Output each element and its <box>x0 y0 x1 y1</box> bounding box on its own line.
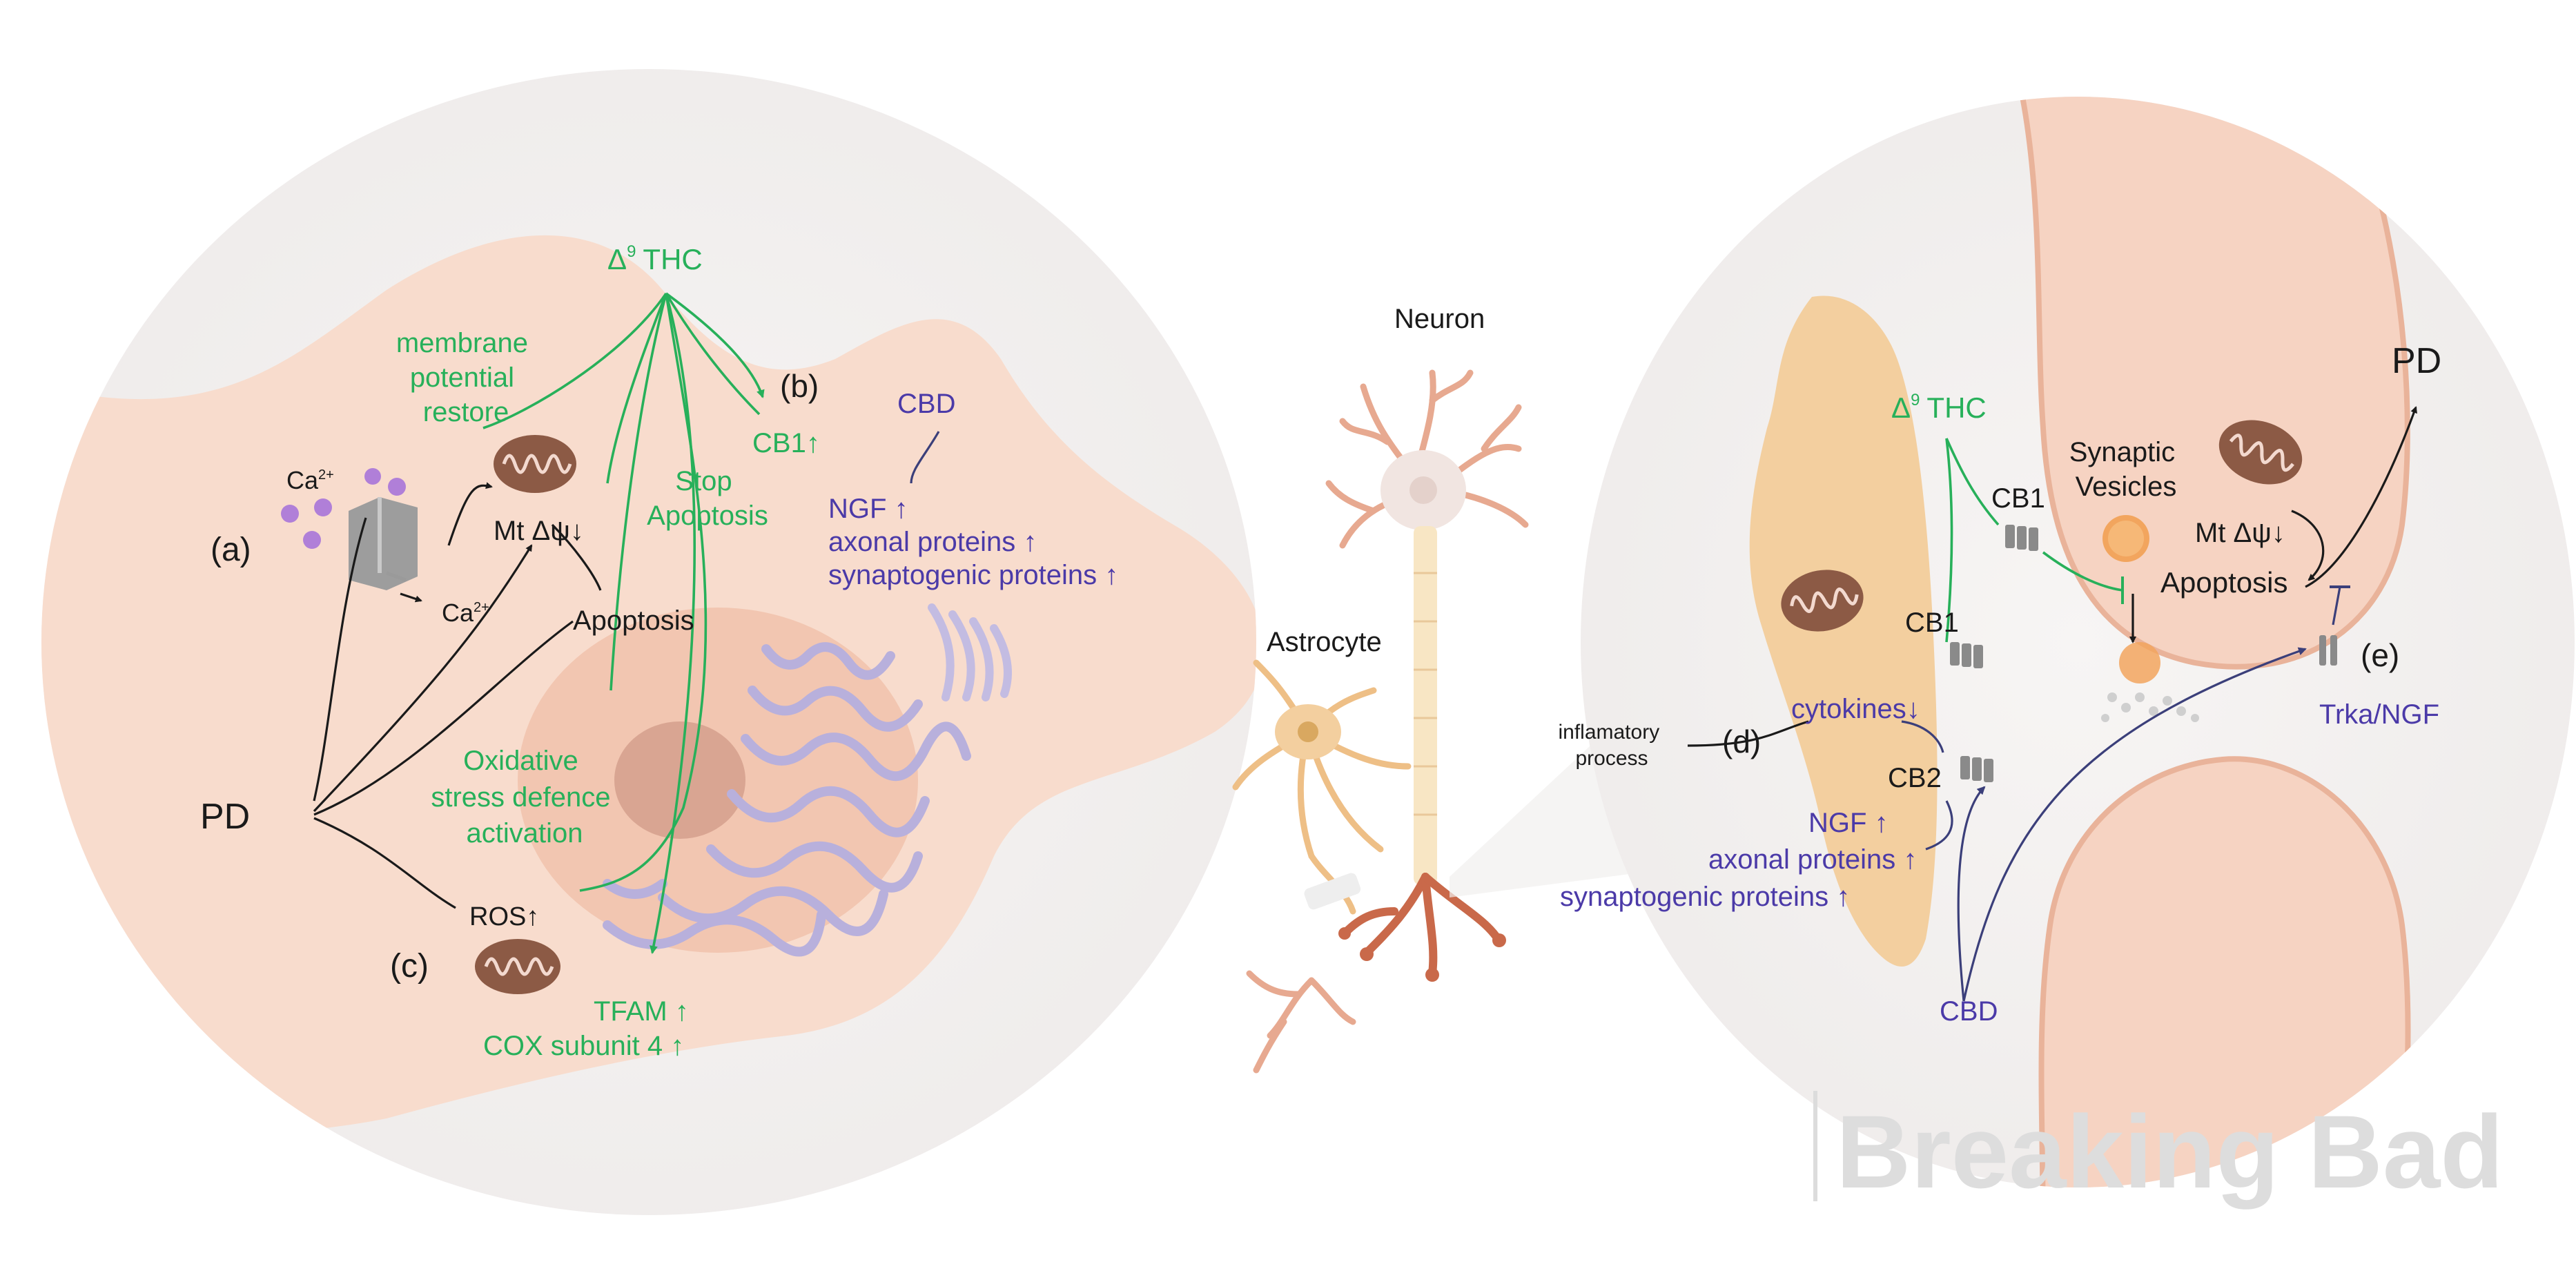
right-cbd-arrows <box>1687 585 2350 1002</box>
golgi-apparatus <box>928 603 1012 701</box>
cb1-receptor-icon <box>2005 525 2038 551</box>
astrocyte-label: Astrocyte <box>1267 627 1382 657</box>
label-c: (c) <box>390 948 429 985</box>
cbd-label-left: CBD <box>897 389 955 419</box>
pd-arrows <box>313 482 602 909</box>
trka-receptor-icon <box>2319 635 2337 666</box>
inflamatory-process-label: inflamatory process <box>1558 721 1665 770</box>
oxidative-stress-label: Oxidative stress defence activation <box>431 746 618 849</box>
watermark: Breaking Bad <box>1813 1091 2504 1210</box>
mitochondrion-icon-astrocyte <box>1781 570 1864 632</box>
mitochondrion-icon-synapse <box>2218 420 2303 485</box>
calcium-ions <box>281 468 406 549</box>
cox-label: COX subunit 4 ↑ <box>483 1031 684 1061</box>
label-b: (b) <box>780 368 819 404</box>
ca-out-label: Ca2+ <box>442 599 489 627</box>
axonal-proteins-label-right: axonal proteins ↑ <box>1708 844 1917 875</box>
neuron-label: Neuron <box>1394 304 1485 334</box>
svg-text:Breaking Bad: Breaking Bad <box>1836 1094 2504 1210</box>
neurotransmitters <box>2101 692 2199 722</box>
thc-arrows <box>482 292 765 954</box>
right-black-arrows <box>2129 406 2417 643</box>
membrane-potential-label: membrane potential restore <box>396 328 536 427</box>
cb1-label: CB1↑ <box>752 428 820 458</box>
trka-ngf-label: Trka/NGF <box>2319 699 2439 730</box>
label-d: (d) <box>1722 724 1761 759</box>
mitochondrion-icon <box>494 435 576 493</box>
cytokines-label: cytokines↓ <box>1791 694 1920 724</box>
neuron-illustration <box>1325 369 1529 982</box>
cbd-arrow <box>910 431 940 484</box>
ros-label: ROS↑ <box>469 902 539 931</box>
tfam-label: TFAM ↑ <box>594 996 689 1027</box>
label-a: (a) <box>211 532 251 568</box>
axon <box>1414 526 1437 885</box>
synaptic-vesicles-label: Synaptic Vesicles <box>2069 437 2183 502</box>
astrocyte-illustration <box>1232 659 1412 1074</box>
cb1-receptor-icon-lower <box>1950 642 1983 668</box>
stop-apoptosis-label: Stop Apoptosis <box>647 466 768 531</box>
cb1-label-right-top: CB1 <box>1991 483 2045 514</box>
synaptic-vesicle-icon <box>2102 515 2160 683</box>
mt-delta-psi-label-left: Mt Δψ↓ <box>494 516 584 546</box>
ca-in-label: Ca2+ <box>286 466 334 494</box>
axonal-proteins-label-left: axonal proteins ↑ <box>828 527 1037 557</box>
cbd-label-right: CBD <box>1940 996 1998 1027</box>
apoptosis-label-left: Apoptosis <box>573 605 694 636</box>
endoplasmic-reticulum <box>603 642 971 957</box>
synaptogenic-proteins-label-right: synaptogenic proteins ↑ <box>1560 882 1850 912</box>
pd-label-left: PD <box>200 797 250 837</box>
mt-delta-psi-label-right: Mt Δψ↓ <box>2195 518 2285 548</box>
cb1-label-right-lower: CB1 <box>1905 608 1959 638</box>
apoptosis-label-right: Apoptosis <box>2160 566 2287 599</box>
label-e: (e) <box>2361 637 2399 673</box>
right-thc-arrows <box>1945 438 2124 643</box>
synaptogenic-proteins-label-left: synaptogenic proteins ↑ <box>828 560 1118 590</box>
mitochondrion-icon-lower <box>475 939 560 994</box>
ngf-label-right: NGF ↑ <box>1808 808 1889 838</box>
cb2-receptor-icon <box>1960 756 1993 782</box>
cb2-label: CB2 <box>1888 763 1942 793</box>
ngf-label-left: NGF ↑ <box>828 494 908 524</box>
pd-label-right: PD <box>2392 341 2441 381</box>
astrocyte-cell-zoom <box>1749 295 1938 967</box>
